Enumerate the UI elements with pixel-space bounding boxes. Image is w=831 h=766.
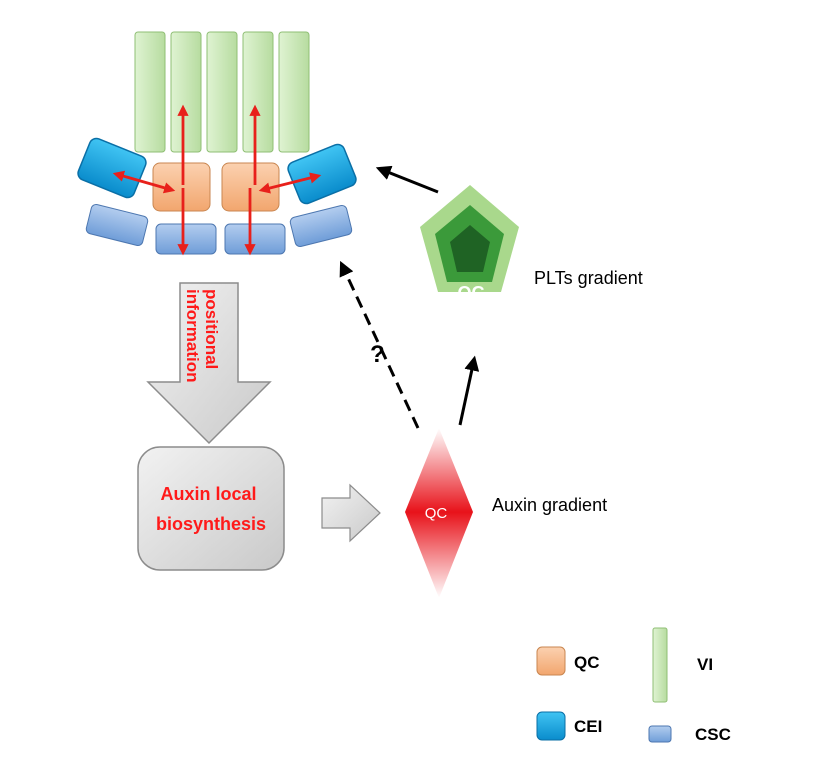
vi-cell	[278, 31, 310, 153]
question-mark: ?	[370, 341, 385, 368]
plts-qc-label: QC	[458, 283, 485, 303]
csc-cell	[155, 223, 217, 255]
auxin-gradient-diamond	[405, 428, 473, 598]
box-to-auxin-arrow	[321, 483, 381, 543]
red-signal-arrows	[112, 104, 322, 256]
legend-cei-swatch	[536, 711, 566, 741]
vi-cell	[170, 31, 202, 153]
legend-csc-label: CSC	[695, 725, 731, 744]
legend-qc-label: QC	[574, 653, 600, 672]
positional-information-label: positional information	[183, 289, 221, 383]
csc-cell	[224, 223, 286, 255]
plts-to-niche-arrow	[375, 165, 439, 194]
vi-cells	[134, 31, 310, 153]
positional-information-arrow	[146, 282, 272, 445]
legend-vi-label: VI	[697, 655, 713, 674]
vi-cell	[242, 31, 274, 153]
plts-gradient-label: PLTs gradient	[534, 268, 643, 288]
legend-csc-swatch	[648, 725, 672, 743]
csc-cell-outer-left	[85, 203, 149, 247]
auxin-to-plts-arrow	[458, 355, 480, 426]
auxin-to-niche-dashed-arrow	[339, 260, 420, 429]
auxin-biosynthesis-box	[137, 446, 285, 571]
auxin-qc-label: QC	[425, 505, 448, 522]
legend: QC CEI VI CSC	[536, 627, 731, 744]
legend-qc-swatch	[536, 646, 566, 676]
red-arrow-to-cei-right	[258, 172, 322, 194]
plts-gradient-pentagon	[420, 185, 519, 292]
vi-cell	[206, 31, 238, 153]
vi-cell	[134, 31, 166, 153]
csc-cell-outer-right	[289, 204, 353, 248]
auxin-biosynthesis-label: Auxin local biosynthesis	[156, 484, 266, 534]
legend-cei-label: CEI	[574, 717, 602, 736]
red-arrow-to-cei-left	[112, 170, 176, 194]
legend-vi-swatch	[652, 627, 668, 703]
auxin-gradient-label: Auxin gradient	[492, 495, 607, 515]
